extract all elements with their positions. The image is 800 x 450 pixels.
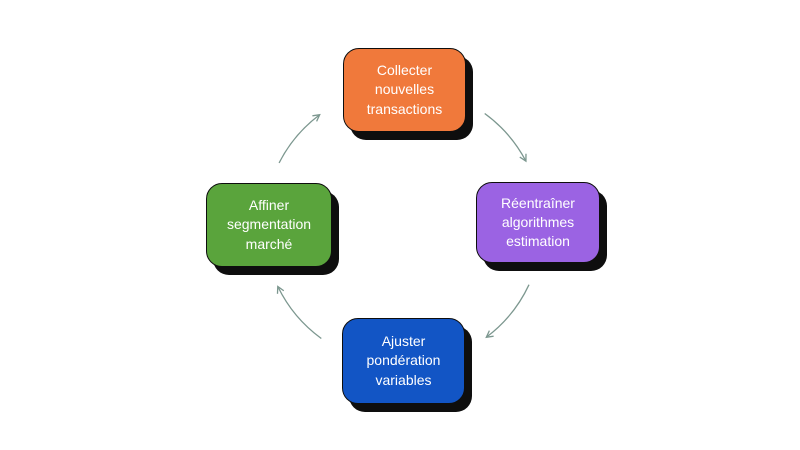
arrow-top-to-right	[484, 112, 527, 163]
cycle-node-adjust-weighting: Ajuster pondération variables	[342, 318, 465, 404]
cycle-node-refine-segmentation: Affiner segmentation marché	[206, 183, 332, 267]
arrow-left-to-top	[278, 113, 321, 164]
cycle-node-label: Collecter nouvelles transactions	[366, 62, 443, 117]
cycle-node-collect-transactions: Collecter nouvelles transactions	[343, 48, 466, 132]
cycle-node-label: Réentraîner algorithmes estimation	[501, 194, 575, 250]
cycle-node-label: Affiner segmentation marché	[226, 197, 312, 252]
arrow-bottom-to-left	[276, 285, 322, 340]
cycle-node-retrain-algorithms: Réentraîner algorithmes estimation	[476, 182, 600, 263]
cycle-node-label: Ajuster pondération variables	[366, 333, 441, 388]
arrow-right-to-bottom	[485, 284, 530, 339]
